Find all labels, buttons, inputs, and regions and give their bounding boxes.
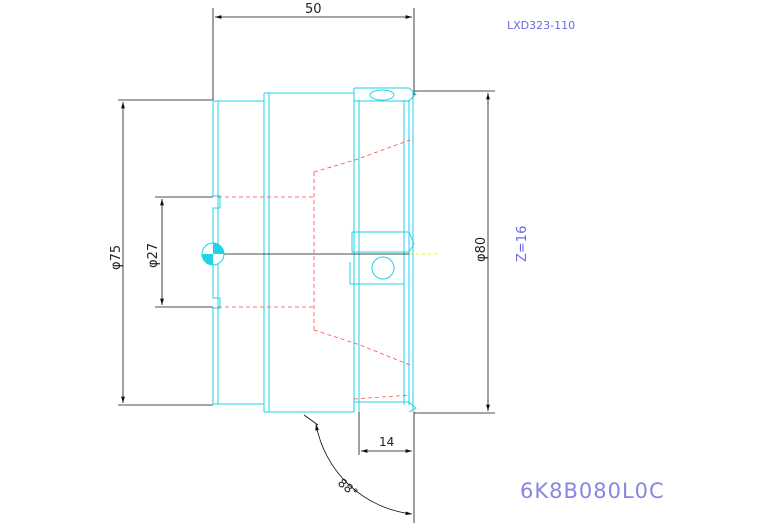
dimension-14-label: 14	[379, 435, 394, 449]
center-mark-icon	[201, 242, 225, 266]
dimension-dia-27: φ27	[146, 196, 213, 308]
dimension-14: 14	[358, 412, 415, 523]
cutter-outline	[212, 87, 417, 413]
teeth-count-label: Z=16	[515, 226, 530, 262]
dimension-50: 50	[212, 2, 415, 100]
dimension-dia-75: φ75	[109, 99, 213, 406]
dimension-angle-88: 88°	[303, 414, 413, 516]
dia-27-label: φ27	[146, 243, 161, 268]
part-number: 6K8B080L0C	[520, 479, 665, 503]
dimension-50-label: 50	[305, 2, 322, 17]
drawing-code: LXD323-110	[507, 19, 575, 32]
hidden-lines	[218, 139, 411, 400]
dia-80-label: φ80	[474, 237, 489, 262]
angle-88-label: 88°	[335, 476, 360, 500]
dimension-dia-80: φ80	[414, 90, 495, 414]
dia-75-label: φ75	[109, 245, 124, 270]
